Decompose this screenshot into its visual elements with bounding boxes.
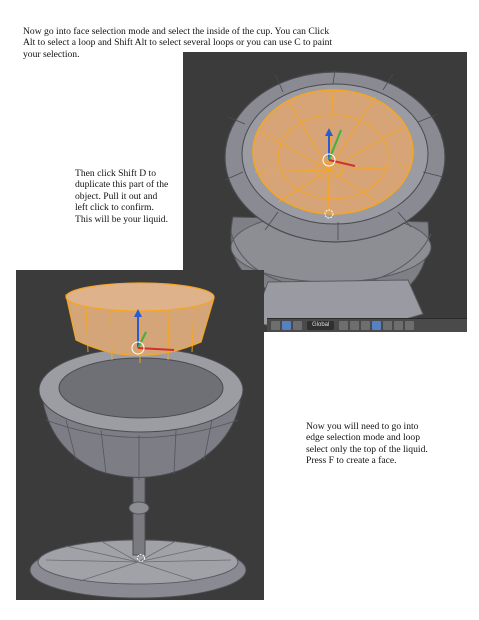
orientation-dropdown[interactable]: Global [307,321,335,330]
layer-icon[interactable] [372,321,382,330]
instruction-duplicate: Then click Shift D to duplicate this par… [75,168,169,225]
proportional-icon[interactable] [361,321,371,330]
instruction-edge-selection: Now you will need to go into edge select… [306,421,428,467]
snap-icon[interactable] [350,321,360,330]
instruction-face-selection: Now go into face selection mode and sele… [23,26,333,60]
viewport-cup-selected[interactable]: Global [183,52,467,332]
layer-icon[interactable] [383,321,393,330]
layer-icon[interactable] [394,321,404,330]
orientation-icon[interactable] [293,321,302,330]
view-icon[interactable] [271,321,280,330]
liquid-duplicate-render [29,282,247,599]
viewport-liquid-duplicate[interactable] [16,270,264,600]
layer-icon[interactable] [405,321,415,330]
viewport-header: Global [267,318,467,332]
cup-selection-render [224,69,446,331]
pivot-icon[interactable] [339,321,349,330]
select-mode-icon[interactable] [282,321,291,330]
